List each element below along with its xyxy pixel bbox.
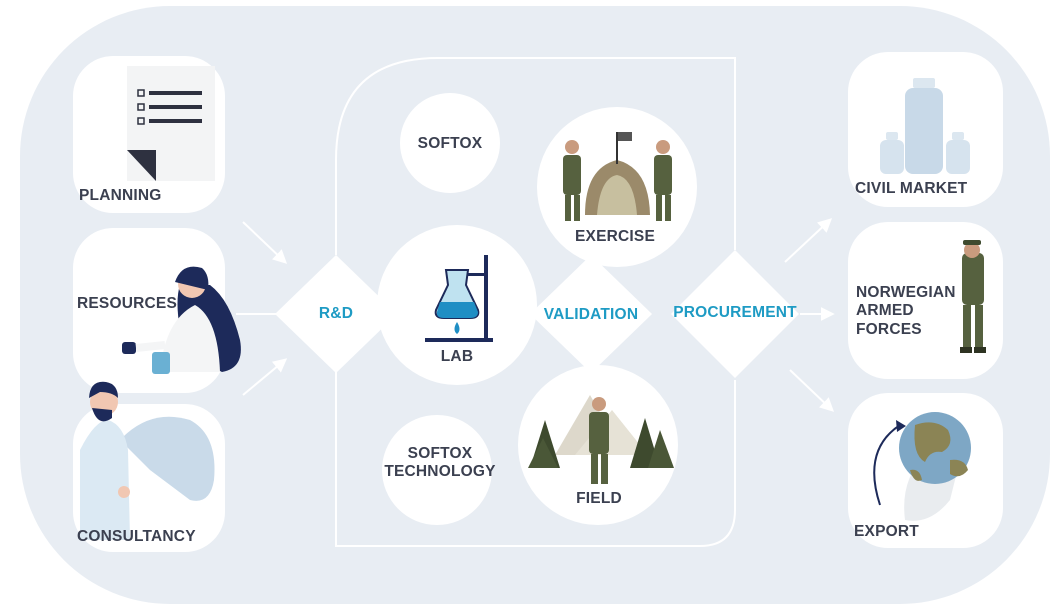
lab-label: LAB [440,348,474,365]
armed-forces-label-line3: FORCES [856,321,922,338]
flask-icon [425,255,493,342]
connector-lines [236,57,835,547]
scientist-icon [122,266,241,374]
validation-diamond [530,255,652,373]
softox-technology-circle [382,415,492,525]
resources-label: RESOURCES [77,295,177,312]
softox-technology-label-line1: SOFTOX [407,445,473,462]
planning-label: PLANNING [79,187,162,204]
bottles-icon [880,78,970,174]
soldier-forest-icon [528,395,674,484]
field-label: FIELD [576,490,622,507]
procurement-diamond [671,250,799,378]
softox-label: SOFTOX [417,135,483,152]
soldier-icon [960,240,986,353]
exercise-label: EXERCISE [575,228,655,245]
softox-circle [400,93,500,193]
armed-forces-label-line1: NORWEGIAN [856,284,956,301]
civil-market-label: CIVIL MARKET [855,180,968,197]
globe-icon [873,412,971,521]
softox-technology-label-line2: TECHNOLOGY [384,463,496,480]
consultancy-label: CONSULTANCY [77,528,196,545]
export-label: EXPORT [854,523,919,540]
armed-forces-label-line2: ARMED [856,302,914,319]
rnd-label: R&D [318,305,354,322]
rnd-diamond [275,255,397,373]
document-icon [127,66,215,181]
consultant-icon [80,381,215,540]
validation-label: VALIDATION [543,306,639,323]
procurement-label: PROCUREMENT [673,304,797,321]
soldiers-tent-icon [563,132,672,221]
